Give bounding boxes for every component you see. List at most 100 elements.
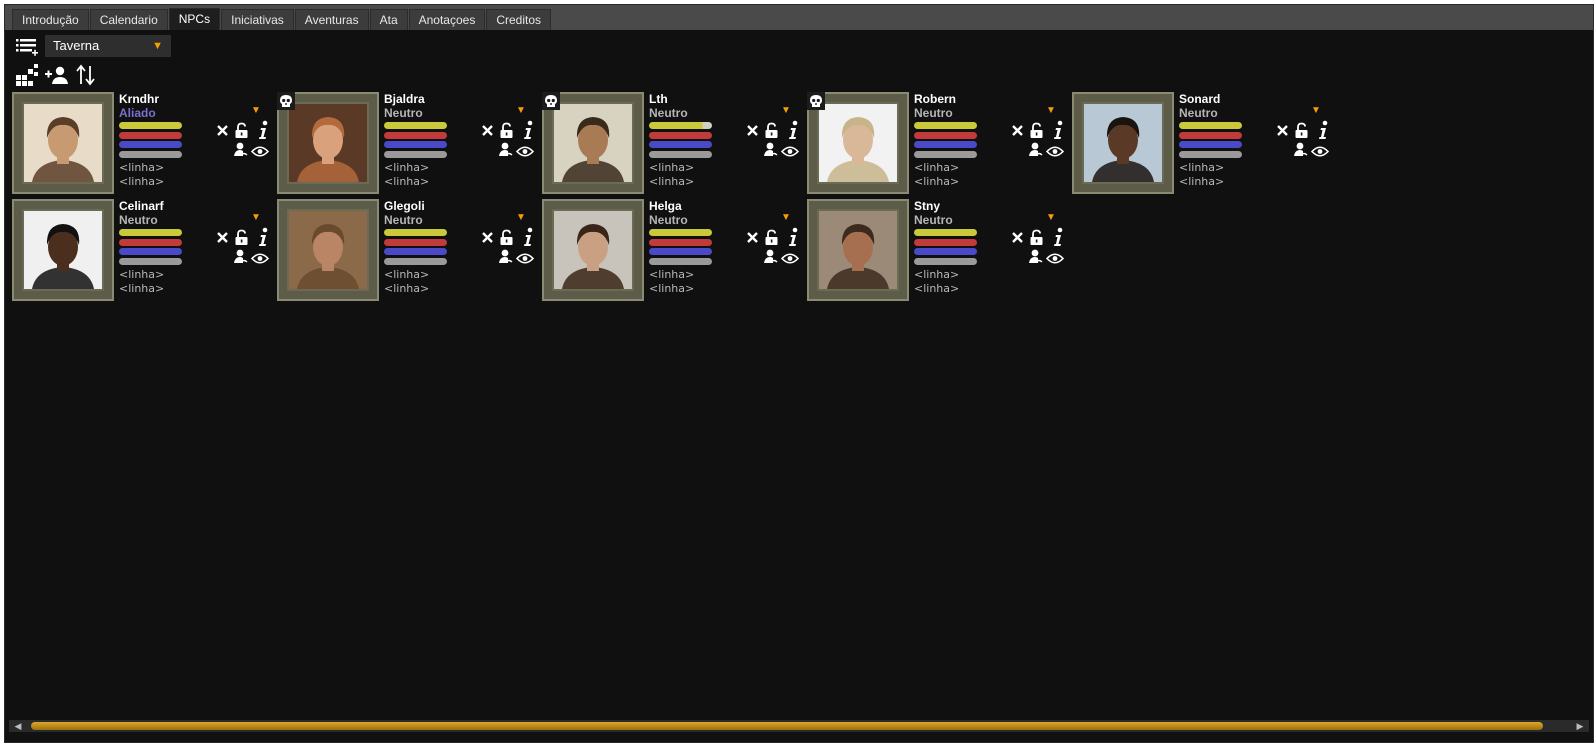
npc-line[interactable]: <linha> [914,161,960,174]
tab-aventuras[interactable]: Aventuras [294,9,369,30]
stat-bar[interactable] [119,257,182,265]
npc-line[interactable]: <linha> [649,161,695,174]
stat-bar[interactable] [119,122,182,129]
npc-line[interactable]: <linha> [914,175,960,188]
stat-bar[interactable] [649,248,712,255]
stat-bar[interactable] [384,131,447,139]
npc-portrait[interactable] [1072,92,1174,194]
stat-bar[interactable] [914,238,977,246]
menu-triangle-icon[interactable]: ▼ [1046,105,1056,116]
stat-bar[interactable] [119,229,182,236]
close-icon[interactable] [1011,231,1024,249]
person-visibility-icon[interactable] [499,249,515,268]
scroll-right-icon[interactable]: ▶ [1576,721,1584,731]
npc-line[interactable]: <linha> [384,161,430,174]
info-icon[interactable] [521,227,535,252]
info-icon[interactable] [1051,120,1065,145]
close-icon[interactable] [746,231,759,249]
stat-bar[interactable] [119,131,182,139]
stat-bar[interactable] [649,229,712,236]
npc-line[interactable]: <linha> [914,268,960,281]
person-visibility-icon[interactable] [764,249,780,268]
scrollbar-thumb[interactable] [31,722,1543,730]
tab-creditos[interactable]: Creditos [486,9,552,30]
scroll-left-icon[interactable]: ◀ [14,721,22,731]
person-visibility-icon[interactable] [499,142,515,161]
eye-icon[interactable] [1310,144,1330,162]
stat-bar[interactable] [649,150,712,158]
unlock-icon[interactable] [1028,229,1045,251]
npc-portrait[interactable] [542,199,644,301]
npc-line[interactable]: <linha> [119,282,165,295]
eye-icon[interactable] [515,144,535,162]
tab-npcs[interactable]: NPCs [168,8,221,30]
eye-icon[interactable] [250,144,270,162]
skull-icon[interactable] [807,92,825,110]
close-icon[interactable] [746,124,759,142]
info-icon[interactable] [1316,120,1330,145]
npc-relation[interactable]: Neutro [384,106,423,120]
npc-relation[interactable]: Neutro [649,213,688,227]
npc-relation[interactable]: Neutro [914,213,953,227]
stat-bar[interactable] [119,248,182,255]
stat-bar[interactable] [384,238,447,246]
npc-line[interactable]: <linha> [119,161,165,174]
close-icon[interactable] [481,231,494,249]
npc-line[interactable]: <linha> [384,175,430,188]
stat-bar[interactable] [914,122,977,129]
npc-name[interactable]: Lth [649,92,668,106]
eye-icon[interactable] [780,144,800,162]
close-icon[interactable] [216,231,229,249]
npc-relation[interactable]: Neutro [1179,106,1218,120]
menu-triangle-icon[interactable]: ▼ [781,212,791,223]
menu-triangle-icon[interactable]: ▼ [1046,212,1056,223]
close-icon[interactable] [481,124,494,142]
npc-portrait[interactable] [807,92,909,194]
stat-bar[interactable] [384,122,447,129]
npc-relation[interactable]: Neutro [384,213,423,227]
npc-name[interactable]: Krndhr [119,92,159,106]
menu-triangle-icon[interactable]: ▼ [516,212,526,223]
eye-icon[interactable] [1045,251,1065,269]
info-icon[interactable] [786,120,800,145]
menu-triangle-icon[interactable]: ▼ [781,105,791,116]
tab-anota-oes[interactable]: Anotaçoes [408,9,486,30]
person-visibility-icon[interactable] [234,249,250,268]
npc-line[interactable]: <linha> [119,175,165,188]
add-list-icon[interactable] [15,37,39,59]
unlock-icon[interactable] [1293,122,1310,144]
stat-bar[interactable] [384,150,447,158]
sort-icon[interactable] [75,64,97,91]
info-icon[interactable] [1051,227,1065,252]
menu-triangle-icon[interactable]: ▼ [251,105,261,116]
npc-relation[interactable]: Aliado [119,106,156,120]
person-visibility-icon[interactable] [1029,249,1045,268]
stat-bar[interactable] [649,257,712,265]
close-icon[interactable] [1276,124,1289,142]
add-person-icon[interactable] [45,65,69,90]
unlock-icon[interactable] [763,122,780,144]
unlock-icon[interactable] [233,229,250,251]
close-icon[interactable] [216,124,229,142]
person-visibility-icon[interactable] [764,142,780,161]
eye-icon[interactable] [515,251,535,269]
npc-name[interactable]: Sonard [1179,92,1221,106]
unlock-icon[interactable] [763,229,780,251]
stat-bar[interactable] [649,131,712,139]
stat-bar[interactable] [914,141,977,148]
stat-bar[interactable] [384,248,447,255]
npc-portrait[interactable] [12,92,114,194]
tab-introdu-o[interactable]: Introdução [12,9,89,30]
stat-bar[interactable] [914,229,977,236]
npc-line[interactable]: <linha> [384,268,430,281]
npc-line[interactable]: <linha> [914,282,960,295]
stat-bar[interactable] [119,150,182,158]
stat-bar[interactable] [1179,150,1242,158]
unlock-icon[interactable] [1028,122,1045,144]
stat-bar[interactable] [649,122,712,129]
npc-line[interactable]: <linha> [384,282,430,295]
npc-line[interactable]: <linha> [1179,161,1225,174]
info-icon[interactable] [521,120,535,145]
stat-bar[interactable] [384,257,447,265]
npc-name[interactable]: Robern [914,92,956,106]
